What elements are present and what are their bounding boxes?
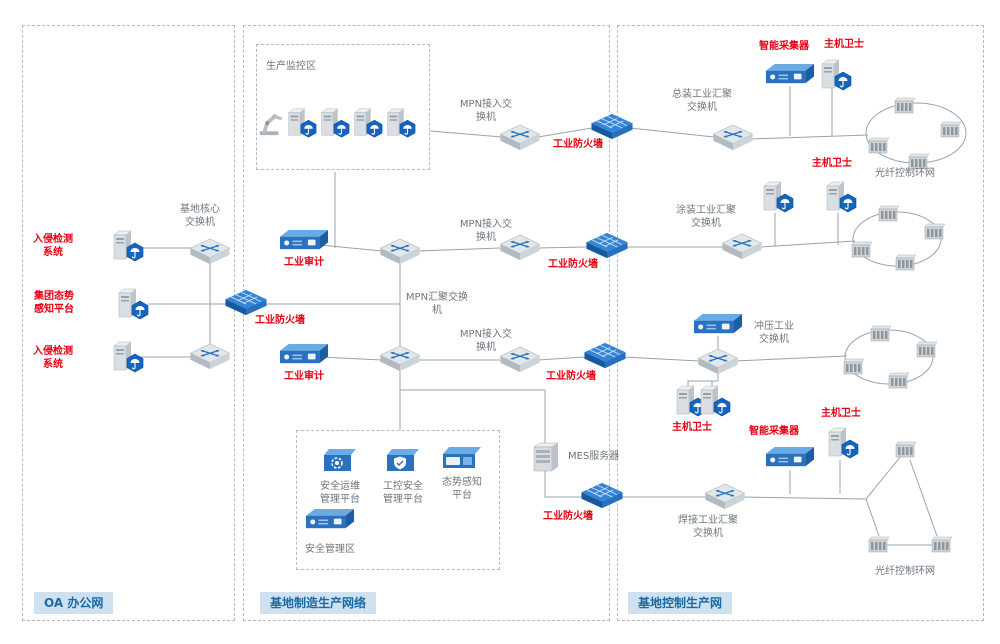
- security-area-label: 安全管理区: [305, 544, 355, 555]
- zone-mfg-border: [243, 25, 610, 621]
- host-guard-1-device-icon: [816, 58, 852, 94]
- welding-switch-label: 焊接工业汇聚交换机: [678, 515, 738, 539]
- assembly-switch-label: 总装工业汇聚交换机: [672, 89, 732, 113]
- zone-oa-tag: OA 办公网: [34, 592, 114, 614]
- plc-icon-r2b: [922, 223, 946, 241]
- plc-icon-r2c: [893, 254, 917, 272]
- firewall-mid-label: 工业防火墙: [548, 259, 598, 270]
- stamping-switch-label: 冲压工业交换机: [754, 321, 794, 345]
- monitoring-area-label: 生产监控区: [266, 61, 316, 72]
- sec-ops-platform-label: 安全运维管理平台: [320, 481, 360, 505]
- plc-icon-r1b: [938, 121, 962, 139]
- ids-bottom-label: 入侵检测系统: [33, 346, 73, 370]
- mpn-access-switch-top-label: MPN接入交换机: [459, 99, 513, 123]
- assembly-switch-icon: [712, 124, 754, 152]
- ids-bottom-device-icon: [108, 340, 144, 376]
- host-guard-2-label: 主机卫士: [812, 158, 852, 169]
- mpn-access-switch-top-icon: [499, 124, 541, 152]
- stamping-collector-appliance-icon: [693, 313, 743, 338]
- monitored-device-icon-1: [283, 107, 317, 141]
- collector-2-appliance-icon: [765, 446, 815, 471]
- mes-server-icon: [530, 441, 560, 473]
- welding-switch-icon: [704, 483, 746, 511]
- audit-bottom-label: 工业审计: [284, 371, 324, 382]
- ics-security-platform-label: 工控安全管理平台: [383, 481, 423, 505]
- plc-icon-r3c: [886, 372, 910, 390]
- audit-top-appliance-icon: [279, 229, 329, 254]
- plc-icon-r2d: [849, 241, 873, 259]
- mpn-agg-switch-top-icon: [379, 238, 421, 266]
- plc-icon-r4a: [893, 441, 917, 459]
- firewall-mes-label: 工业防火墙: [543, 511, 593, 522]
- ids-top-label: 入侵检测系统: [33, 234, 73, 258]
- monitoring-area-box: [256, 44, 430, 170]
- industrial-firewall-mes-icon: [580, 482, 624, 510]
- security-area-box: [296, 430, 500, 570]
- ics-security-platform-icon: [386, 446, 420, 476]
- industrial-firewall-top-icon: [590, 113, 634, 141]
- ids-top-device-icon: [108, 229, 144, 265]
- monitored-device-icon-2: [316, 107, 350, 141]
- collector-1-label: 智能采集器: [759, 41, 809, 52]
- plc-icon-r4c: [929, 536, 953, 554]
- mpn-access-switch-bot-label: MPN接入交换机: [459, 329, 513, 353]
- mpn-agg-switch-bottom-icon: [379, 345, 421, 373]
- host-guard-3-label: 主机卫士: [672, 422, 712, 433]
- situational-platform-icon: [442, 446, 482, 472]
- core-switch-bottom-icon: [189, 343, 231, 371]
- core-switch-top-icon: [189, 238, 231, 266]
- plc-icon-r3a: [868, 325, 892, 343]
- firewall-top-label: 工业防火墙: [553, 139, 603, 150]
- zone-mfg-tag: 基地制造生产网络: [260, 592, 377, 614]
- host-guard-3b-device-icon: [695, 384, 731, 420]
- oa-firewall-label: 工业防火墙: [255, 315, 305, 326]
- audit-bottom-appliance-icon: [279, 343, 329, 368]
- paint-switch-icon: [721, 233, 763, 261]
- host-guard-4-label: 主机卫士: [821, 408, 861, 419]
- host-guard-1-label: 主机卫士: [824, 39, 864, 50]
- sec-ops-platform-icon: [323, 446, 357, 476]
- plc-icon-r3d: [841, 358, 865, 376]
- zone-ctrl-tag: 基地控制生产网: [628, 592, 733, 614]
- plc-icon-r1d: [866, 137, 890, 155]
- situation-platform-label: 集团态势感知平台: [34, 291, 74, 315]
- monitored-device-icon-3: [349, 107, 383, 141]
- plc-icon-r4b: [866, 536, 890, 554]
- robot-arm-icon: [257, 109, 285, 137]
- mpn-access-switch-mid-icon: [499, 234, 541, 262]
- audit-top-label: 工业审计: [284, 257, 324, 268]
- zone-oa-border: [22, 25, 235, 621]
- core-switch-label: 基地核心交换机: [180, 204, 220, 228]
- zone-ctrl-border: [617, 25, 984, 621]
- situation-platform-device-icon: [113, 287, 149, 323]
- paint-switch-label: 涂装工业汇聚交换机: [676, 205, 736, 229]
- mes-server-label: MES服务器: [568, 451, 620, 462]
- plc-icon-r2a: [876, 205, 900, 223]
- situational-platform-label: 态势感知平台: [442, 477, 482, 501]
- fiber-ring-1-label: 光纤控制环网: [875, 168, 935, 179]
- mpn-agg-switch-label: MPN汇聚交换机: [405, 292, 469, 316]
- industrial-firewall-bot-icon: [583, 342, 627, 370]
- monitored-device-icon-4: [382, 107, 416, 141]
- host-guard-2b-device-icon: [821, 180, 857, 216]
- mpn-access-switch-mid-label: MPN接入交换机: [459, 219, 513, 243]
- plc-icon-r1a: [892, 97, 916, 115]
- collector-1-appliance-icon: [765, 63, 815, 88]
- host-guard-2a-device-icon: [758, 180, 794, 216]
- collector-2-label: 智能采集器: [749, 426, 799, 437]
- oa-firewall-icon: [224, 289, 268, 317]
- fiber-ring-2-label: 光纤控制环网: [875, 566, 935, 577]
- stamping-switch-icon: [697, 348, 739, 376]
- mpn-access-switch-bot-icon: [499, 346, 541, 374]
- security-mgmt-appliance-icon: [305, 508, 355, 533]
- plc-icon-r3b: [914, 341, 938, 359]
- host-guard-4-device-icon: [823, 426, 859, 462]
- industrial-firewall-mid-icon: [585, 232, 629, 260]
- firewall-bot-label: 工业防火墙: [546, 371, 596, 382]
